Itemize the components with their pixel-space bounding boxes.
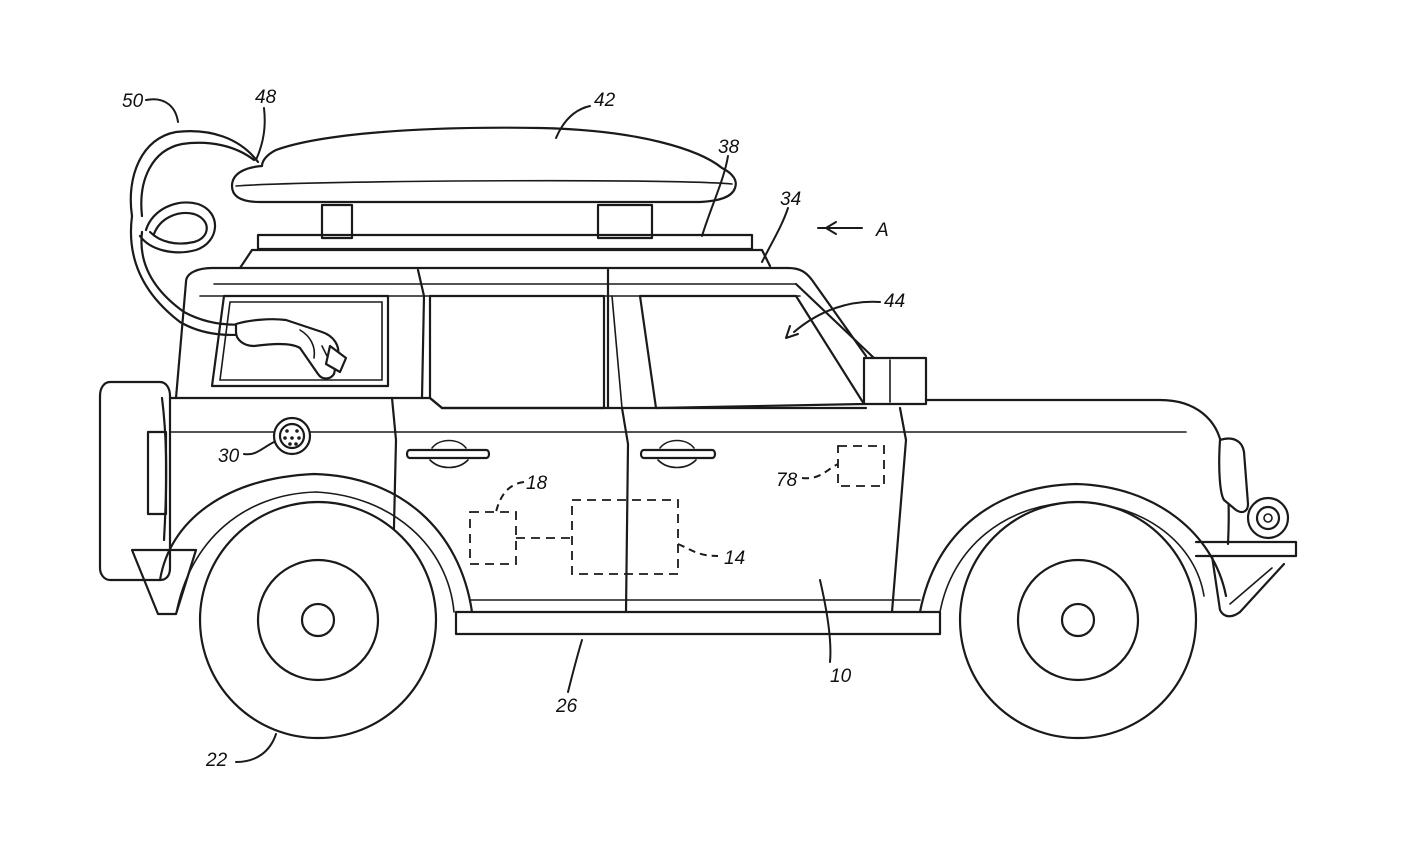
charging-cable <box>129 130 260 337</box>
ref-14: 14 <box>724 548 745 569</box>
leader-lines <box>145 98 881 763</box>
rear-wheel <box>198 500 438 740</box>
rocker-panel <box>454 610 942 636</box>
ref-50: 50 <box>122 91 144 112</box>
ref-A: A <box>875 220 889 241</box>
controller-14-box <box>571 499 679 575</box>
reference-numerals: 50 48 42 38 34 A 44 30 18 14 78 10 26 22 <box>122 87 905 771</box>
ref-38: 38 <box>718 137 740 158</box>
charging-connector <box>234 318 348 380</box>
ref-44: 44 <box>884 291 905 312</box>
ref-78: 78 <box>776 470 798 491</box>
ref-18: 18 <box>526 473 548 494</box>
roof-rack <box>238 233 772 270</box>
ref-34: 34 <box>780 189 801 210</box>
vehicle-body <box>98 266 1298 618</box>
ref-10: 10 <box>830 666 852 687</box>
ref-30: 30 <box>218 446 240 467</box>
charge-port <box>272 416 312 456</box>
front-wheel <box>958 500 1198 740</box>
ref-26: 26 <box>555 696 578 717</box>
ref-42: 42 <box>594 90 616 111</box>
ref-22: 22 <box>205 750 228 771</box>
sensor-78-box <box>837 445 885 487</box>
ref-48: 48 <box>255 87 277 108</box>
door-handles <box>405 439 717 469</box>
roof-cargo-box <box>230 126 737 240</box>
module-18-box <box>469 511 517 565</box>
